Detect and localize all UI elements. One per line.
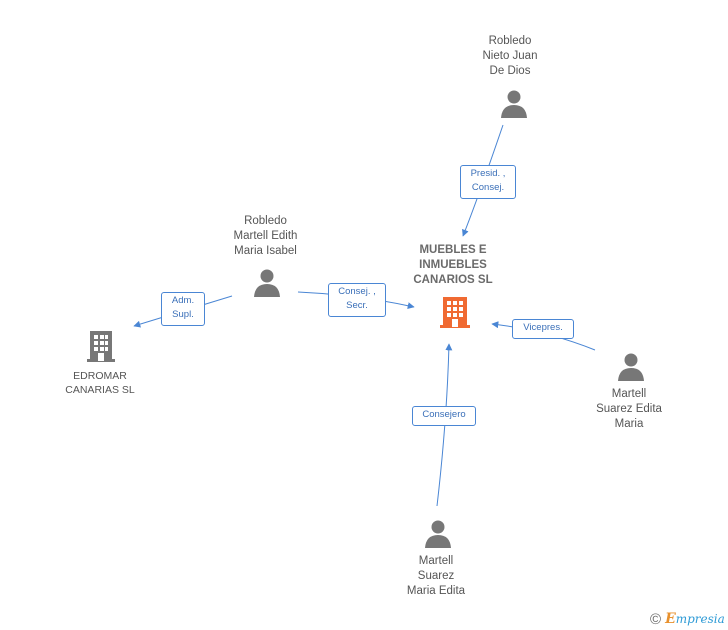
person-name-robledo-nieto[interactable]: Robledo Nieto Juan De Dios: [482, 35, 538, 77]
person-icon[interactable]: [253, 268, 281, 298]
person-name-robledo-martell[interactable]: Robledo Martell Edith Maria Isabel: [233, 215, 298, 257]
company-name-edromar[interactable]: EDROMAR CANARIAS SL: [65, 370, 135, 396]
person-name-martell-suarez-maria[interactable]: Martell Suarez Maria Edita: [406, 555, 466, 597]
relation-label-presid-consej[interactable]: Presid. , Consej.: [460, 165, 516, 199]
brand-first-letter: E: [665, 611, 676, 627]
footer-brand: © Empresia: [650, 609, 725, 629]
person-icon[interactable]: [500, 89, 528, 119]
building-icon[interactable]: [86, 329, 116, 363]
empresia-logo[interactable]: Empresia: [665, 611, 725, 627]
relation-label-adm-supl[interactable]: Adm. Supl.: [161, 292, 205, 326]
relation-label-consejero[interactable]: Consejero: [412, 406, 476, 426]
copyright-icon: ©: [650, 610, 662, 628]
relation-label-consej-secr[interactable]: Consej. , Secr.: [328, 283, 386, 317]
building-icon[interactable]: [439, 295, 471, 329]
relation-label-vicepres[interactable]: Vicepres.: [512, 319, 574, 339]
brand-rest: mpresia: [675, 612, 725, 626]
person-icon[interactable]: [424, 519, 452, 549]
person-icon[interactable]: [617, 352, 645, 382]
center-company-name[interactable]: MUEBLES E INMUEBLES CANARIOS SL: [413, 244, 493, 286]
person-name-martell-suarez-edita[interactable]: Martell Suarez Edita Maria: [596, 388, 662, 430]
